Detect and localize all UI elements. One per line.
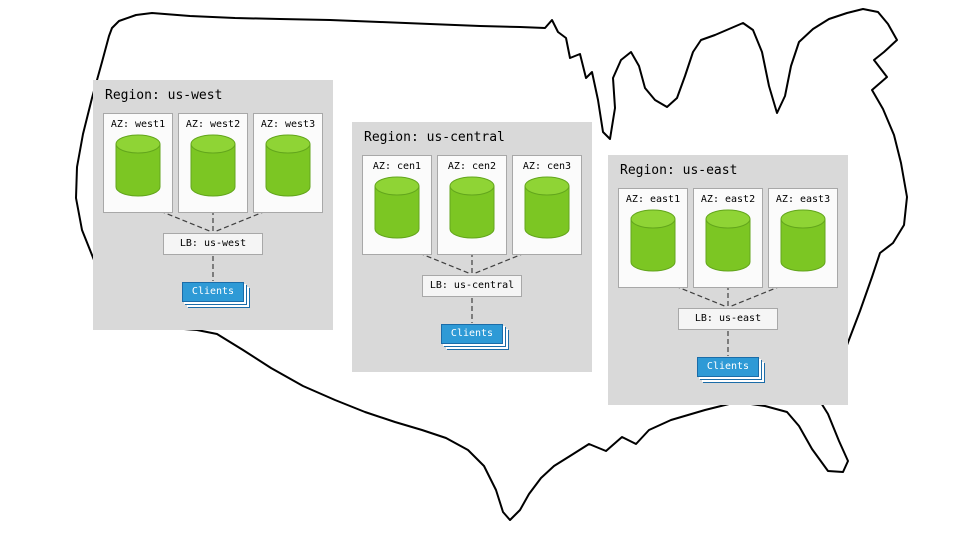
az-row: AZ: east1 AZ: east2 AZ: east3: [618, 188, 838, 288]
az-box-east1: AZ: east1: [618, 188, 688, 288]
az-label: AZ: west3: [260, 119, 316, 130]
az-box-west3: AZ: west3: [253, 113, 323, 213]
database-cylinder-icon: [265, 134, 311, 197]
az-row: AZ: west1 AZ: west2 AZ: west3: [103, 113, 323, 213]
az-box-cen1: AZ: cen1: [362, 155, 432, 255]
az-box-east2: AZ: east2: [693, 188, 763, 288]
region-title: Region: us-west: [105, 88, 223, 103]
az-label: AZ: east2: [700, 194, 756, 205]
clients-box: Clients: [182, 282, 244, 302]
az-label: AZ: east1: [625, 194, 681, 205]
region-us-west: Region: us-west AZ: west1 AZ: west2 AZ: …: [93, 80, 333, 330]
load-balancer-box: LB: us-west: [163, 233, 263, 255]
az-row: AZ: cen1 AZ: cen2 AZ: cen3: [362, 155, 582, 255]
database-cylinder-icon: [630, 209, 676, 272]
database-cylinder-icon: [115, 134, 161, 197]
az-label: AZ: east3: [775, 194, 831, 205]
clients-box: Clients: [441, 324, 503, 344]
az-label: AZ: west2: [185, 119, 241, 130]
load-balancer-box: LB: us-central: [422, 275, 522, 297]
database-cylinder-icon: [780, 209, 826, 272]
az-box-west2: AZ: west2: [178, 113, 248, 213]
az-box-cen3: AZ: cen3: [512, 155, 582, 255]
clients-box: Clients: [697, 357, 759, 377]
az-label: AZ: cen2: [447, 161, 497, 172]
region-us-central: Region: us-central AZ: cen1 AZ: cen2 AZ:…: [352, 122, 592, 372]
database-cylinder-icon: [524, 176, 570, 239]
az-label: AZ: cen1: [372, 161, 422, 172]
az-box-west1: AZ: west1: [103, 113, 173, 213]
az-box-cen2: AZ: cen2: [437, 155, 507, 255]
database-cylinder-icon: [449, 176, 495, 239]
az-label: AZ: cen3: [522, 161, 572, 172]
region-title: Region: us-central: [364, 130, 505, 145]
az-box-east3: AZ: east3: [768, 188, 838, 288]
database-cylinder-icon: [705, 209, 751, 272]
region-title: Region: us-east: [620, 163, 738, 178]
az-label: AZ: west1: [110, 119, 166, 130]
database-cylinder-icon: [190, 134, 236, 197]
load-balancer-box: LB: us-east: [678, 308, 778, 330]
database-cylinder-icon: [374, 176, 420, 239]
region-us-east: Region: us-east AZ: east1 AZ: east2 AZ: …: [608, 155, 848, 405]
